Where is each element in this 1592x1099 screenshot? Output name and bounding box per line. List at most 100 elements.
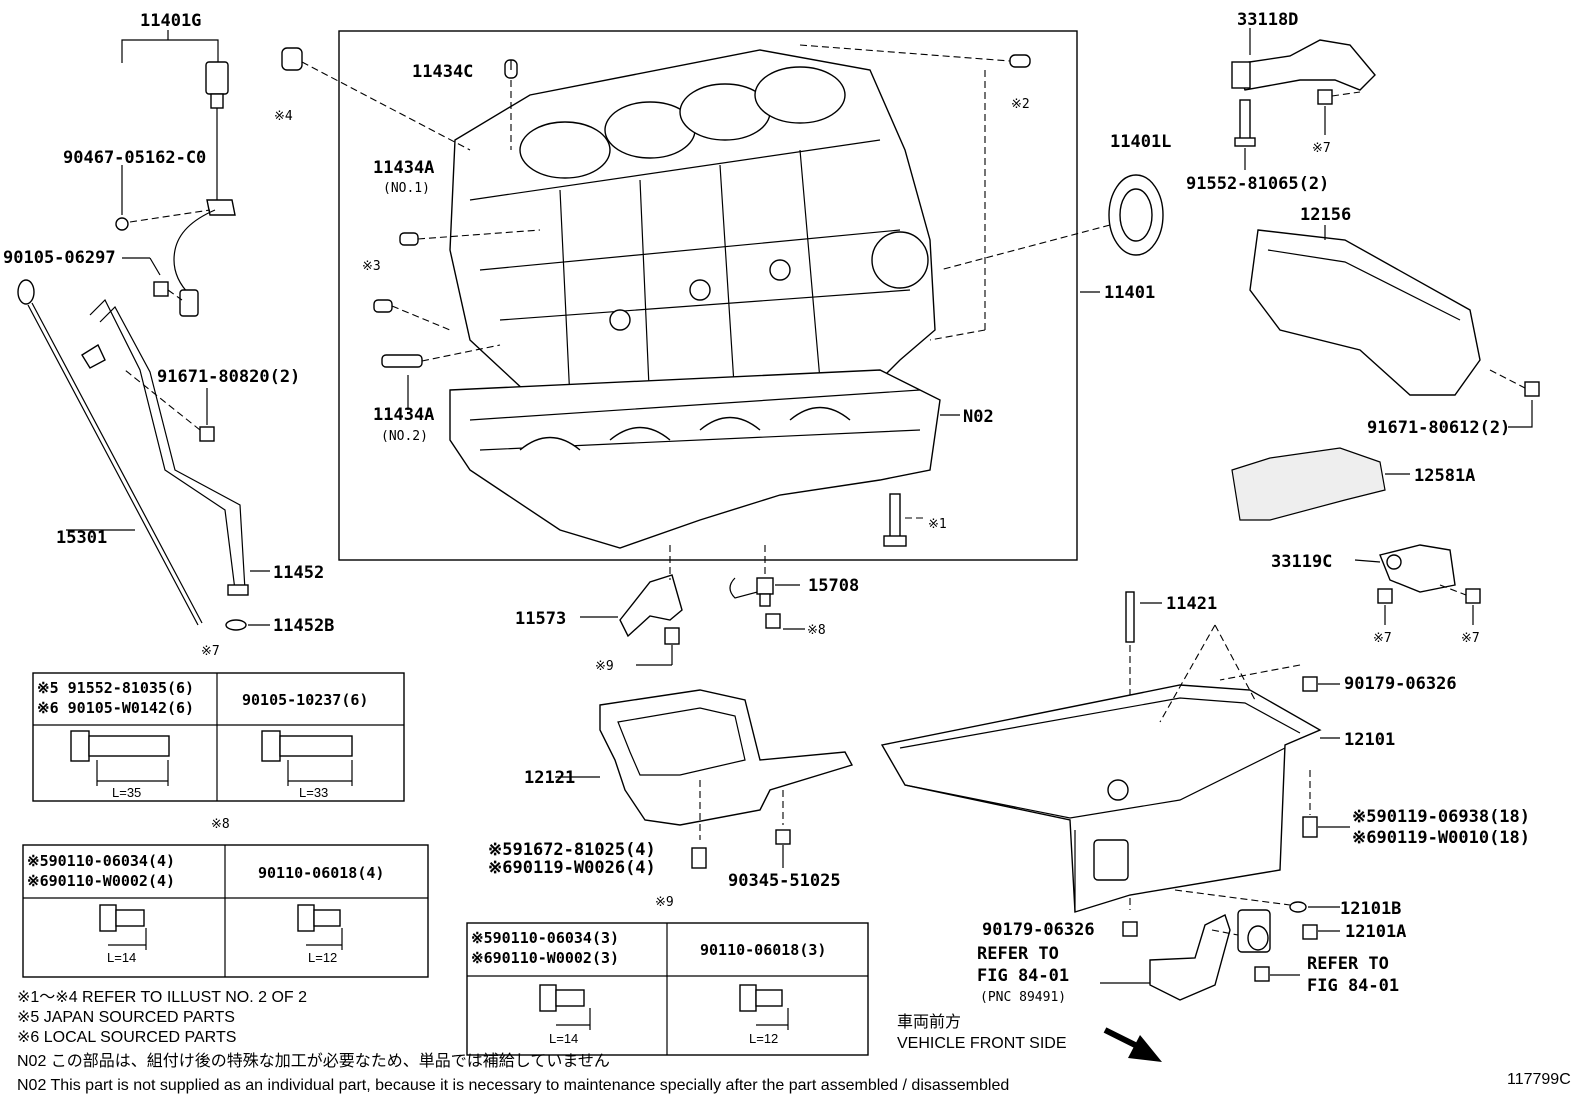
table3-dim-left: L=14: [549, 1031, 578, 1046]
bolt-refer[interactable]: [1254, 966, 1270, 982]
oil-filter-union[interactable]: [1237, 909, 1271, 953]
bolt-8[interactable]: [765, 613, 781, 629]
oil-pan-12121[interactable]: [599, 689, 854, 826]
note-n02-japanese: N02 この部品は、組付け後の特殊な加工が必要なため、単品では補給していません: [17, 1052, 610, 1070]
oil-seal-11401L[interactable]: [1108, 174, 1164, 256]
dipstick-15301[interactable]: [17, 279, 203, 626]
label-11434A-no2-sub: (NO.2): [381, 429, 428, 444]
label-12101B: 12101B: [1340, 899, 1401, 919]
table1-left-line1: ※5 91552-81035(6): [37, 679, 194, 697]
stud-90345-51025[interactable]: [775, 829, 791, 845]
table1-dim-left: L=35: [112, 785, 141, 800]
label-11452: 11452: [273, 563, 324, 583]
oil-pan-baffle-12156[interactable]: [1249, 229, 1481, 396]
table1-right: 90105-10237(6): [242, 691, 368, 709]
drain-plug-12101A[interactable]: [1302, 924, 1318, 940]
label-90119-W0026: ※690119-W0026(4): [488, 858, 656, 878]
figure-id: 117799C: [1507, 1071, 1571, 1088]
label-15301: 15301: [56, 528, 107, 548]
table3-left-line2: ※690110-W0002(3): [471, 949, 619, 967]
vehicle-front-en: VEHICLE FRONT SIDE: [897, 1035, 1067, 1052]
bolt-91672-81025[interactable]: [691, 847, 707, 869]
bolt-91552-81065[interactable]: [1234, 99, 1256, 147]
label-11434C: 11434C: [412, 62, 473, 82]
oil-level-sensor-11401G[interactable]: [173, 61, 236, 317]
pin-top-right[interactable]: [1009, 54, 1031, 68]
insulator-12581A[interactable]: [1231, 447, 1386, 521]
note-n02-english: N02 This part is not supplied as an indi…: [17, 1077, 1009, 1094]
clip-90467[interactable]: [115, 217, 129, 231]
stud-11421[interactable]: [1125, 591, 1135, 643]
mark-7-left: ※7: [1373, 631, 1392, 646]
bolt-91671-80612[interactable]: [1524, 381, 1540, 397]
bolt-7-33119c-left[interactable]: [1377, 588, 1393, 604]
mark-2: ※2: [1011, 97, 1030, 112]
dowel-3[interactable]: [373, 299, 393, 313]
table3-right: 90110-06018(3): [700, 941, 826, 959]
label-90467-05162: 90467-05162-C0: [63, 148, 206, 168]
bracket-33119C[interactable]: [1379, 544, 1456, 593]
table3-dim-right: L=12: [749, 1031, 778, 1046]
label-11401L: 11401L: [1110, 132, 1171, 152]
note-japan-sourced: ※5 JAPAN SOURCED PARTS: [17, 1009, 235, 1026]
spec-table-8: [22, 844, 429, 978]
label-11434A-no1-sub: (NO.1): [383, 181, 430, 196]
nut-90179-06326-top[interactable]: [1302, 676, 1318, 692]
table2-dim-left: L=14: [107, 950, 136, 965]
label-90119-06938: ※590119-06938(18): [1352, 807, 1530, 827]
label-12101A: 12101A: [1345, 922, 1406, 942]
bolt-91671-80820[interactable]: [199, 426, 215, 442]
label-11434A-no1: 11434A: [373, 158, 434, 178]
bolt-9[interactable]: [664, 627, 680, 645]
vehicle-front-jp: 車両前方: [897, 1013, 961, 1031]
dipstick-guide-11452[interactable]: [81, 298, 249, 596]
bolt-90105-06297[interactable]: [153, 281, 169, 297]
table-mark-7: ※7: [201, 644, 220, 659]
block-bolt[interactable]: [883, 493, 907, 547]
table2-left-line2: ※690110-W0002(4): [27, 872, 175, 890]
o-ring-11452B[interactable]: [225, 619, 247, 631]
refer-1-line2: FIG 84-01: [977, 966, 1069, 986]
bolt-7-33119c-right[interactable]: [1465, 588, 1481, 604]
nut-90179-06326-bottom[interactable]: [1122, 921, 1138, 937]
dowel-11434A-no1[interactable]: [399, 232, 419, 246]
mark-7-right: ※7: [1461, 631, 1480, 646]
label-11421: 11421: [1166, 594, 1217, 614]
refer-2-line2: FIG 84-01: [1307, 976, 1399, 996]
oil-nozzle-15708[interactable]: [729, 577, 774, 607]
label-91672-81025: ※591672-81025(4): [488, 840, 656, 860]
note-refer-illust: ※1～※4 REFER TO ILLUST NO. 2 OF 2: [17, 989, 307, 1006]
table-mark-9: ※9: [655, 895, 674, 910]
table1-left-line2: ※6 90105-W0142(6): [37, 699, 194, 717]
label-15708: 15708: [808, 576, 859, 596]
mark-7-top: ※7: [1312, 141, 1331, 156]
gasket-12101B[interactable]: [1289, 901, 1307, 913]
note-local-sourced: ※6 LOCAL SOURCED PARTS: [17, 1029, 236, 1046]
refer-2-line1: REFER TO: [1307, 954, 1389, 974]
oil-pipe-bracket[interactable]: [1149, 914, 1231, 1001]
cylinder-block-frame: [338, 30, 1078, 561]
label-91552-81065: 91552-81065(2): [1186, 174, 1329, 194]
oil-pan-12101[interactable]: [880, 684, 1322, 913]
mark-8: ※8: [807, 623, 826, 638]
label-11434A-no2: 11434A: [373, 405, 434, 425]
dowel-11434A-no2[interactable]: [381, 354, 423, 368]
label-11401: 11401: [1104, 283, 1155, 303]
n02-lower-block-drawing[interactable]: [449, 369, 941, 549]
label-90345-51025: 90345-51025: [728, 871, 841, 891]
oil-jet-11573[interactable]: [619, 574, 683, 638]
mark-3: ※3: [362, 259, 381, 274]
mark-1: ※1: [928, 517, 947, 532]
bolt-7-top[interactable]: [1317, 89, 1333, 105]
label-90179-06326-top: 90179-06326: [1344, 674, 1457, 694]
plug-4[interactable]: [281, 47, 303, 71]
spec-table-7: [32, 672, 405, 802]
label-12101: 12101: [1344, 730, 1395, 750]
label-90179-06326-bottom: 90179-06326: [982, 920, 1095, 940]
bracket-33118D[interactable]: [1231, 39, 1376, 91]
label-11401G: 11401G: [140, 11, 201, 31]
bolt-90119-06938[interactable]: [1302, 816, 1318, 838]
refer-1-line1: REFER TO: [977, 944, 1059, 964]
cylinder-block-drawing[interactable]: [449, 49, 936, 421]
